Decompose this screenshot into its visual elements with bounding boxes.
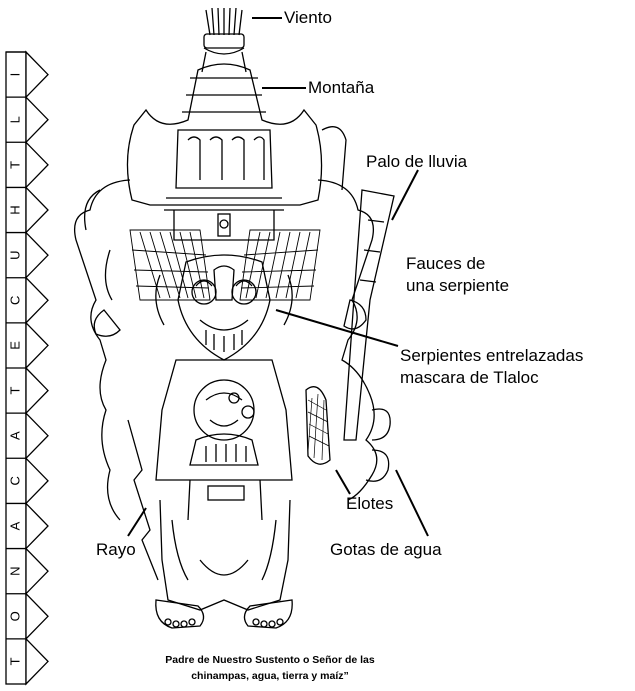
glyph-triangle [26, 368, 48, 413]
label-elotes: Elotes [346, 494, 393, 514]
glyph-letter: T [7, 657, 22, 665]
label-gotas-de-agua: Gotas de agua [330, 540, 442, 560]
glyph-letter: U [7, 250, 22, 259]
glyph-triangle [26, 549, 48, 594]
side-glyph-column: I L T H U C E T A C A N O T [6, 52, 48, 684]
glyph-triangle [26, 413, 48, 458]
glyph-triangle [26, 278, 48, 323]
left-wing [75, 180, 130, 520]
glyph-letter: N [7, 566, 22, 575]
glyph-triangle [26, 97, 48, 142]
glyph-triangle [26, 639, 48, 684]
caption-line2: chinampas, agua, tierra y maíz” [90, 668, 450, 684]
label-fauces-line2: una serpiente [406, 276, 509, 296]
label-palo-de-lluvia: Palo de lluvia [366, 152, 467, 172]
glyph-triangle [26, 503, 48, 548]
glyph-triangle [26, 52, 48, 97]
glyph-letter: H [7, 205, 22, 214]
glyph-letter: E [7, 341, 22, 350]
label-serpientes-line1: Serpientes entrelazadas [400, 346, 583, 366]
caption-line1: Padre de Nuestro Sustento o Señor de las [90, 652, 450, 668]
glyph-letter: O [7, 611, 22, 621]
label-fauces-line1: Fauces de [406, 254, 485, 274]
right-wing [318, 180, 377, 500]
glyph-letter: T [7, 161, 22, 169]
glyph-triangle [26, 594, 48, 639]
glyph-triangle [26, 458, 48, 503]
glyph-letter: I [7, 73, 22, 77]
glyph-letter: T [7, 387, 22, 395]
label-serpientes-line2: mascara de Tlaloc [400, 368, 539, 388]
glyph-letter: A [7, 521, 22, 530]
feather-tuft [202, 8, 246, 72]
headdress [127, 64, 321, 205]
glyph-triangle [26, 187, 48, 232]
glyph-triangle [26, 233, 48, 278]
label-rayo: Rayo [96, 540, 136, 560]
caption: Padre de Nuestro Sustento o Señor de las… [90, 652, 450, 684]
glyph-letter: C [7, 476, 22, 485]
torso [156, 360, 292, 480]
glyph-letter: L [7, 116, 22, 123]
label-viento: Viento [284, 8, 332, 28]
label-montana: Montaña [308, 78, 374, 98]
glyph-triangle [26, 142, 48, 187]
rain-stick [344, 190, 394, 440]
leader-lines [128, 18, 428, 536]
glyph-letter: C [7, 296, 22, 305]
glyph-triangle [26, 323, 48, 368]
glyph-letter: A [7, 431, 22, 440]
